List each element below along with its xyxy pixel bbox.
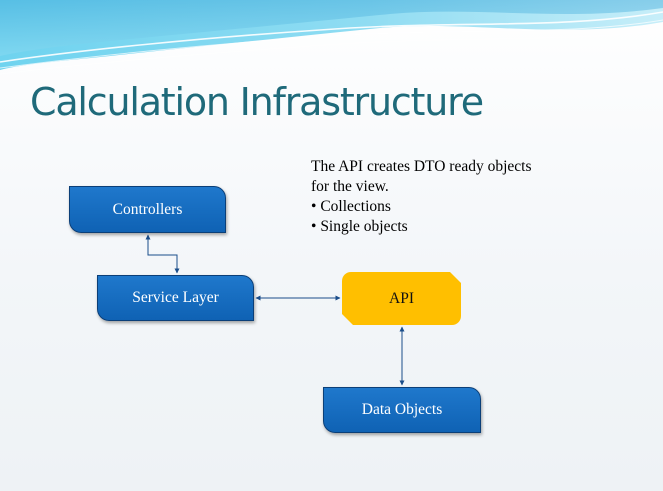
decorative-wave-header — [0, 0, 663, 75]
service-layer-node: Service Layer — [97, 275, 254, 321]
api-node: API — [342, 272, 461, 325]
api-description-note: The API creates DTO ready objects for th… — [311, 157, 631, 237]
slide-title: Calculation Infrastructure — [30, 80, 484, 124]
data-objects-node: Data Objects — [323, 387, 481, 433]
connector-controllers-service — [145, 234, 180, 274]
note-bullet-collections: Collections — [311, 197, 631, 217]
note-line-2: for the view. — [311, 178, 389, 195]
controllers-node: Controllers — [69, 186, 226, 233]
note-line-1: The API creates DTO ready objects — [311, 158, 532, 175]
note-bullet-single-objects: Single objects — [311, 217, 631, 237]
